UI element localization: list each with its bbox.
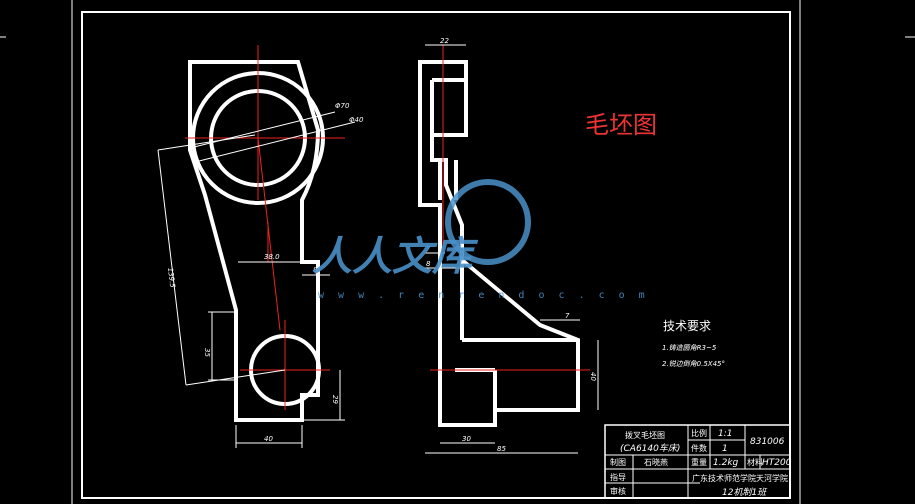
dim-phi70: Φ70 — [335, 102, 350, 110]
dim-85: 85 — [497, 445, 506, 453]
dim-40r: 40 — [589, 372, 597, 381]
requirement-1: 1.铸造圆角R3~5 — [662, 344, 717, 352]
tb-scale-value: 1:1 — [718, 429, 732, 439]
tb-qty-value: 1 — [722, 444, 728, 454]
tb-draw-label: 制图 — [610, 457, 626, 467]
requirements-heading: 技术要求 — [663, 319, 711, 333]
dim-30: 30 — [462, 435, 471, 443]
tb-qty-label: 件数 — [691, 443, 707, 453]
tb-scale-label: 比例 — [691, 428, 707, 438]
tb-school: 广东技术师范学院天河学院 — [692, 473, 788, 483]
tb-drawing-no: 831006 — [750, 437, 785, 447]
dim-len-long: 139.5 — [166, 267, 176, 288]
drawing-border — [81, 11, 791, 499]
tb-part-sub: (CA6140车床) — [620, 443, 680, 454]
title-block: 拨叉毛坯图 (CA6140车床) 比例 1:1 件数 1 831006 制图 石… — [604, 424, 792, 499]
dim-7c: 7 — [565, 312, 570, 320]
dim-38: 38.0 — [264, 253, 280, 261]
dim-phi40: Φ40 — [349, 116, 364, 124]
tb-material-value: HT200 — [762, 458, 792, 468]
tb-review-label: 审核 — [610, 486, 626, 496]
tb-guide-label: 指导 — [610, 472, 626, 482]
drawing-title: 毛坯图 — [585, 111, 657, 139]
dim-35: 35 — [203, 348, 211, 357]
dim-29: 29 — [331, 395, 339, 404]
tb-weight-label: 重量 — [691, 457, 707, 467]
dim-8b: 8 — [426, 260, 431, 268]
tb-draw-name: 石晓燕 — [644, 457, 668, 467]
requirement-2: 2.锐边倒角0.5X45° — [662, 360, 725, 368]
tb-material-label: 材料 — [747, 457, 763, 467]
dim-40: 40 — [264, 435, 273, 443]
tb-part-name: 拨叉毛坯图 — [625, 430, 665, 440]
watermark-text: 人人文库 — [312, 234, 479, 280]
front-view: 139.5 Φ70 Φ40 38.0 8 35 29 40 — [157, 45, 364, 448]
tb-weight-value: 1.2kg — [713, 458, 739, 468]
watermark: 人人文库 w w w . r e n r e n d o c . c o m — [312, 179, 649, 301]
tb-class: 12机制1班 — [722, 487, 768, 498]
dim-top-width: 22 — [440, 37, 449, 45]
watermark-url: w w w . r e n r e n d o c . c o m — [318, 290, 649, 301]
dim-7a: 7 — [426, 245, 431, 253]
dim-8: 8 — [313, 266, 318, 274]
